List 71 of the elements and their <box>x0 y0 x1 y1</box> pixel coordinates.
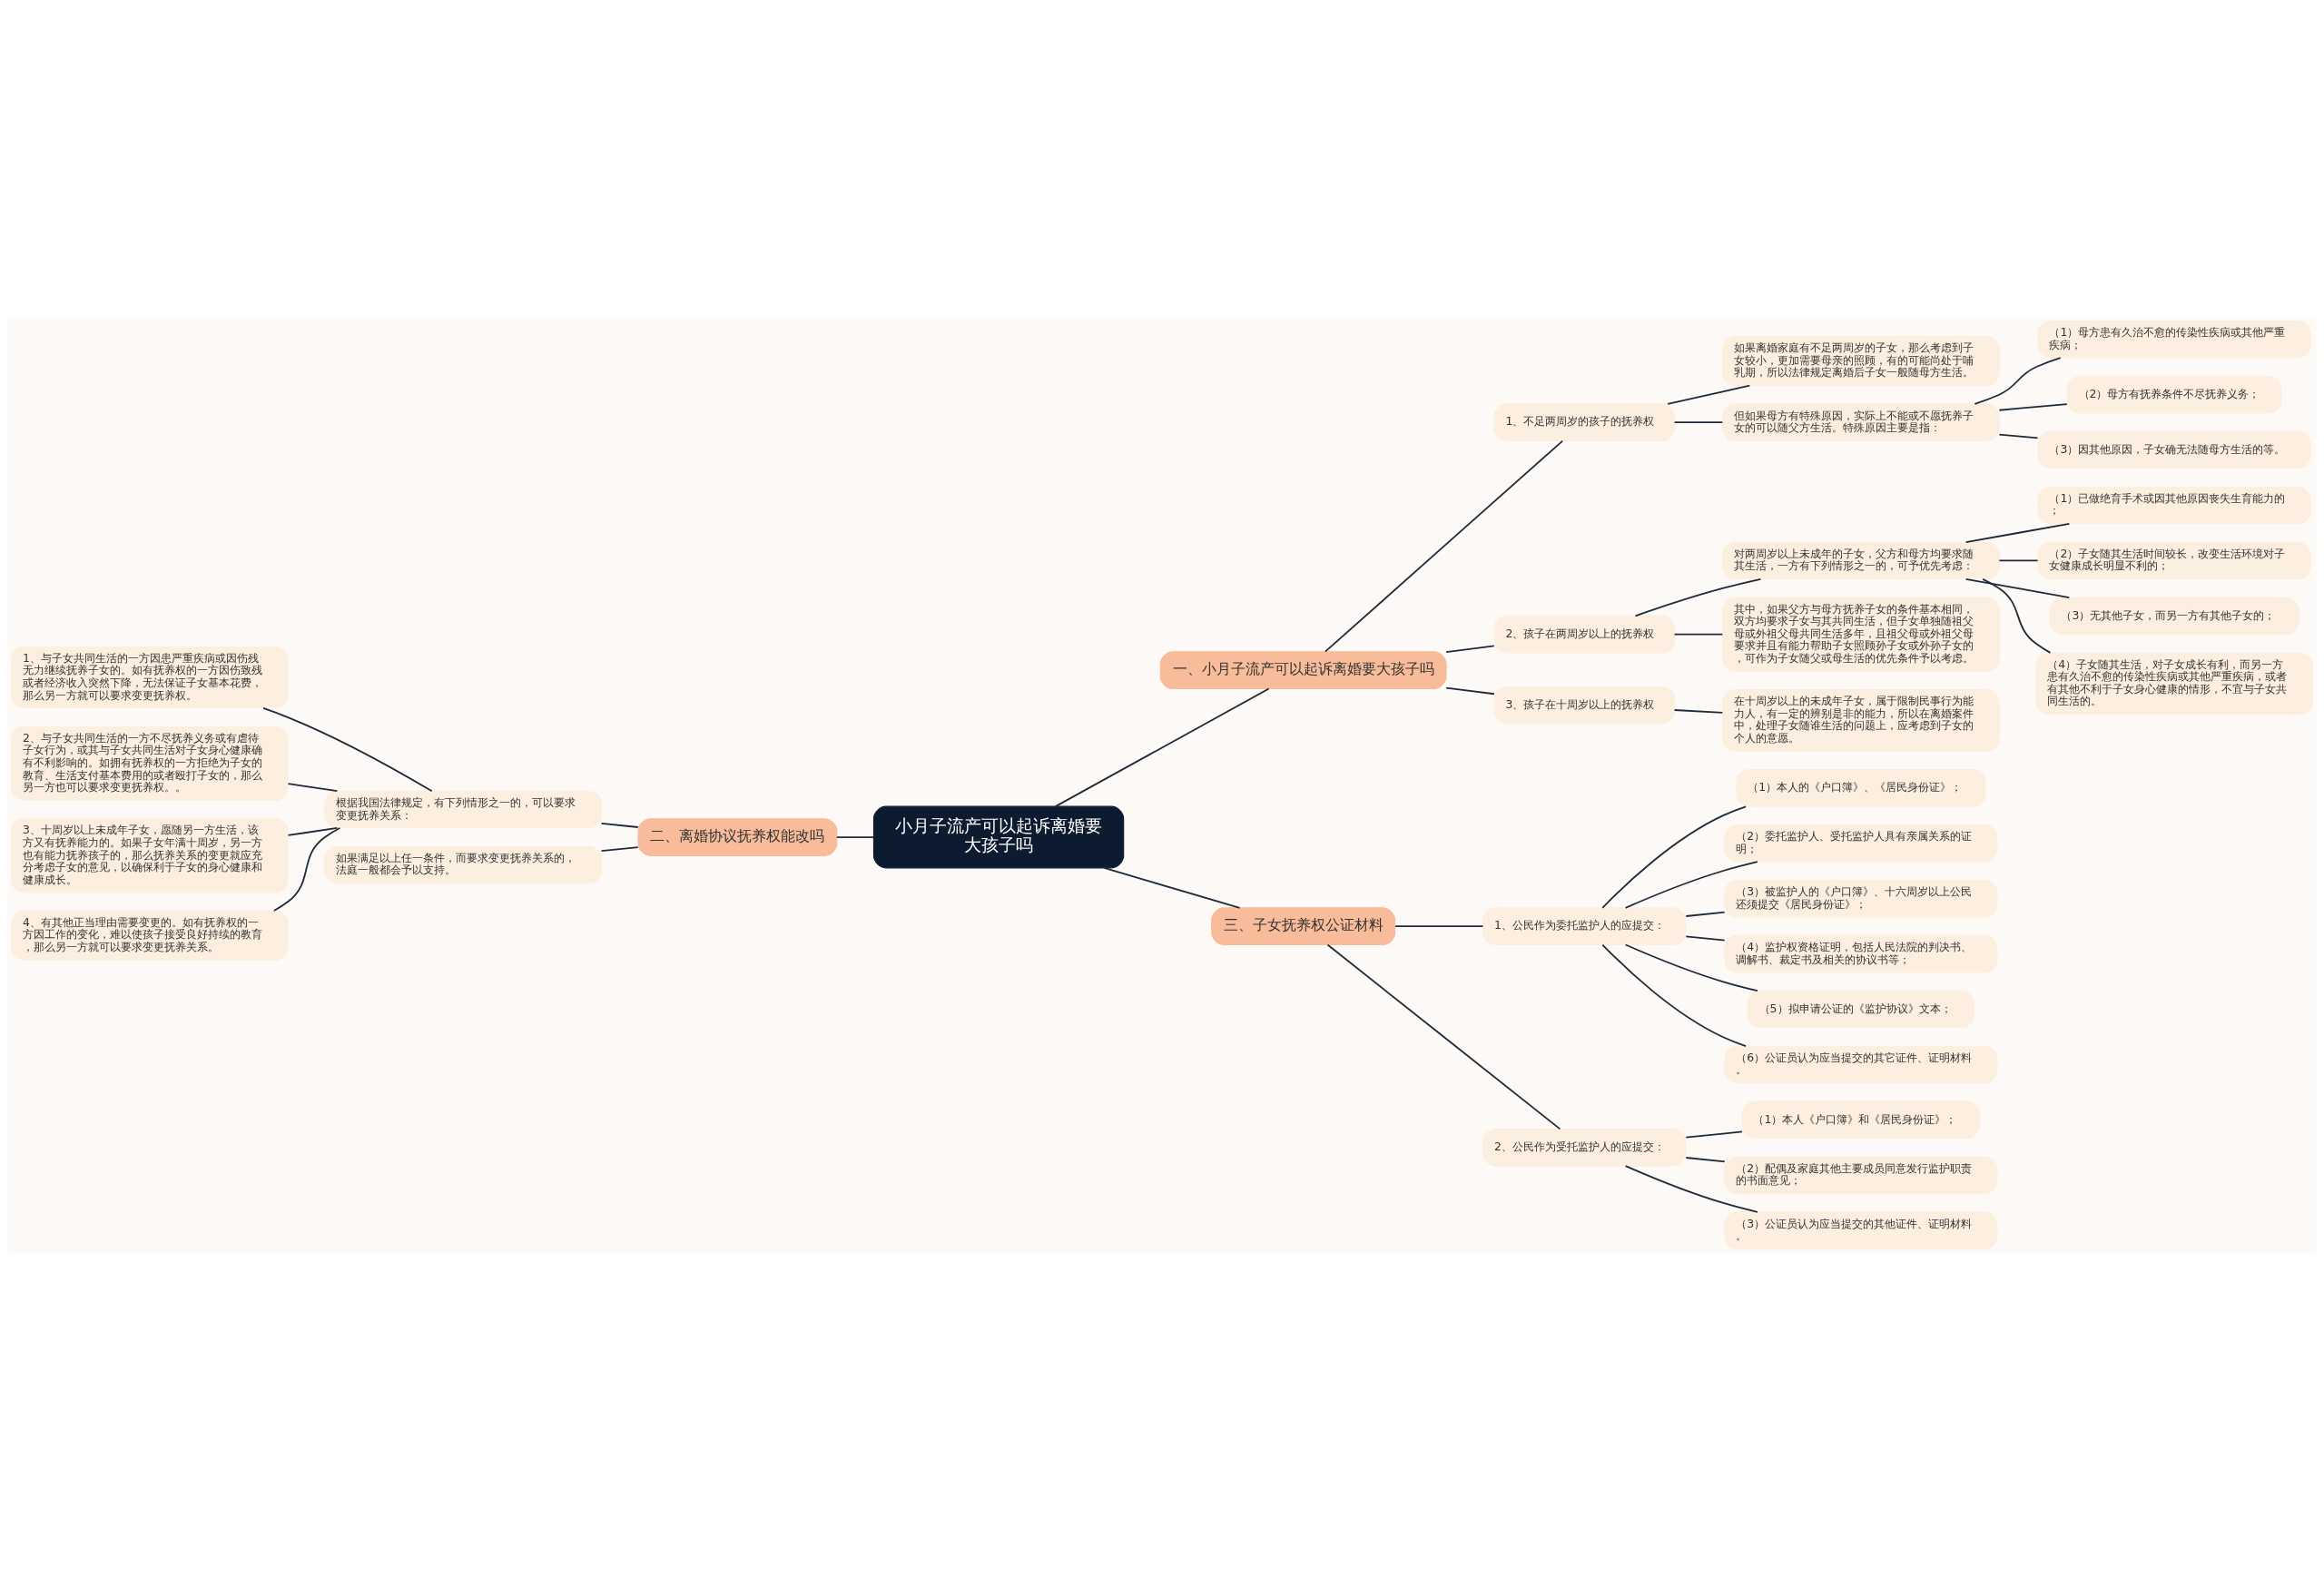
node-box: 一、小月子流产可以起诉离婚要大孩子吗 <box>1159 650 1447 689</box>
node-box: （3）因其他原因，子女确无法随母方生活的等。 <box>2037 430 2311 469</box>
connector <box>272 826 341 912</box>
node-box: 根据我国法律规定，有下列情形之一的，可以要求变更抚养关系： <box>324 790 602 828</box>
node-box: 2、公民作为受托监护人的应提交： <box>1482 1128 1687 1167</box>
connector <box>1673 633 1724 636</box>
node-box: （3）公证员认为应当提交的其他证件、证明材料。 <box>1724 1210 1998 1249</box>
connector <box>287 782 339 792</box>
connector <box>1624 943 1758 992</box>
node-box: 如果离婚家庭有不足两周岁的子女，那么考虑到子女较小，更加需要母亲的照顾，有的可能尚处于哺乳期，所以法律规定离婚后子女一般随母方生活。 <box>1722 335 2000 386</box>
node-box: 2、孩子在两周岁以上的抚养权 <box>1493 615 1676 654</box>
node-box: （6）公证员认为应当提交的其它证件、证明材料。 <box>1724 1045 1998 1083</box>
connector <box>1673 708 1724 714</box>
node-box: 3、孩子在十周岁以上的抚养权 <box>1493 686 1676 724</box>
connector <box>1965 577 2071 598</box>
node-box: （3）被监护人的《户口簿》、十六周岁以上公民还须提交《居民身份证》； <box>1724 879 1998 918</box>
connector <box>1974 356 2062 405</box>
node-box: 2、与子女共同生活的一方不尽抚养义务或有虐待子女行为，或其与子女共同生活对子女身心健康确有不利影响的。如拥有抚养权的一方拒绝为子女的教育、生活支付基本费用的或者殴打子女的，那么另一方也可以要求变更抚养权。。 <box>11 725 289 801</box>
connector <box>600 822 639 828</box>
connector <box>1326 943 1561 1130</box>
connector <box>1965 522 2071 543</box>
connector <box>835 835 875 838</box>
connector <box>1324 439 1564 653</box>
node-box: （2）母方有抚养条件不尽抚养义务； <box>2066 375 2282 414</box>
connector <box>1685 1130 1743 1139</box>
node-box: 对两周岁以上未成年的子女，父方和母方均要求随其生活，一方有下列情形之一的，可予优先考虑： <box>1722 541 2000 579</box>
node-box: 如果满足以上任一条件，而要求变更抚养关系的，法庭一般都会予以支持。 <box>324 845 602 883</box>
connector <box>1685 1156 1726 1162</box>
node-box: 4、有其他正当理由需要变更的。如有抚养权的一方因工作的变化，难以使孩子接受良好持续的教育，那么另一方就可以要求变更抚养关系。 <box>11 910 289 961</box>
node-box: （4）监护权资格证明，包括人民法院的判决书、调解书、裁定书及相关的协议书等； <box>1724 934 1998 972</box>
connector <box>1634 577 1762 617</box>
node-box: （5）拟申请公证的《监护协议》文本； <box>1747 990 1975 1028</box>
connector <box>1998 402 2068 411</box>
connector <box>1624 860 1758 909</box>
node-box: （1）已做绝育手术或因其他原因丧失生育能力的； <box>2037 486 2311 524</box>
connector <box>1624 1164 1758 1213</box>
node-box: 1、不足两周岁的孩子的抚养权 <box>1493 402 1676 441</box>
node-box: （3）无其他子女，而另一方有其他子女的； <box>2049 597 2299 635</box>
node-box: 1、公民作为委托监护人的应提交： <box>1482 906 1687 945</box>
connector <box>1998 433 2039 439</box>
node-box: （2）配偶及家庭其他主要成员同意发行监护职责的书面意见； <box>1724 1155 1998 1194</box>
node-box: 1、与子女共同生活的一方因患严重疾病或因伤残无力继续抚养子女的。如有抚养权的一方因伤致残或者经济收入突然下降，无法保证子女基本花费，那么另一方就可以要求变更抚养权。 <box>11 646 289 708</box>
connector <box>1998 559 2039 561</box>
connector <box>1982 577 2052 654</box>
connector <box>1601 943 1747 1047</box>
node-box: （1）本人《户口簿》和《居民身份证》； <box>1741 1100 1981 1139</box>
connector <box>287 826 339 836</box>
connector <box>1685 911 1726 917</box>
node-box: 3、十周岁以上未成年子女，愿随另一方生活，该方又有抚养能力的。如果子女年满十周岁，另一方也有能力抚养孩子的，那么抚养关系的变更就应充分考虑子女的意见，以确保利于子女的身心健康和健康成长。 <box>11 817 289 893</box>
connector <box>1685 934 1726 941</box>
node-box: （1）本人的《户口簿》、《居民身份证》； <box>1736 768 1986 807</box>
connector <box>1054 687 1270 807</box>
connector <box>1667 384 1751 405</box>
node-box: （1）母方患有久治不愈的传染性疾病或其他严重疾病； <box>2037 320 2311 359</box>
node-box: 二、离婚协议抚养权能改吗 <box>637 817 838 856</box>
node-box: （4）子女随其生活，对子女成长有利，而另一方患有久治不愈的传染性疾病或其他严重疾病，或者有其他不利于子女身心健康的情形，不宜与子女共同生活的。 <box>2035 651 2313 715</box>
node-box: 其中，如果父方与母方抚养子女的条件基本相同，双方均要求子女与其共同生活，但子女单独随祖父母或外祖父母共同生活多年，且祖父母或外祖父母要求并且有能力帮助子女照顾孙子女或外孙子女的，可作为子女随父或母生活的优先条件予以考虑。 <box>1722 597 2000 672</box>
node-box: （2）委托监护人、受托监护人具有亲属关系的证明； <box>1724 824 1998 863</box>
connector <box>1103 866 1241 909</box>
connector <box>1445 686 1495 695</box>
connector <box>1673 420 1724 423</box>
connector <box>262 706 433 792</box>
node-box: 在十周岁以上的未成年子女，属于限制民事行为能力人，有一定的辨别是非的能力，所以在离婚案件中，处理子女随谁生活的问题上，应考虑到子女的个人的意愿。 <box>1722 688 2000 752</box>
node-box: 小月子流产可以起诉离婚要大孩子吗 <box>872 805 1125 868</box>
node-box: 但如果母方有特殊原因，实际上不能或不愿抚养子女的可以随父方生活。特殊原因主要是指： <box>1722 402 2000 441</box>
node-box: （2）子女随其生活时间较长，改变生活环境对子女健康成长明显不利的； <box>2037 541 2311 579</box>
node-box: 三、子女抚养权公证材料 <box>1211 906 1396 945</box>
connector <box>1394 924 1484 927</box>
connector <box>600 845 639 852</box>
connector <box>1601 804 1747 909</box>
connector <box>1445 644 1495 653</box>
